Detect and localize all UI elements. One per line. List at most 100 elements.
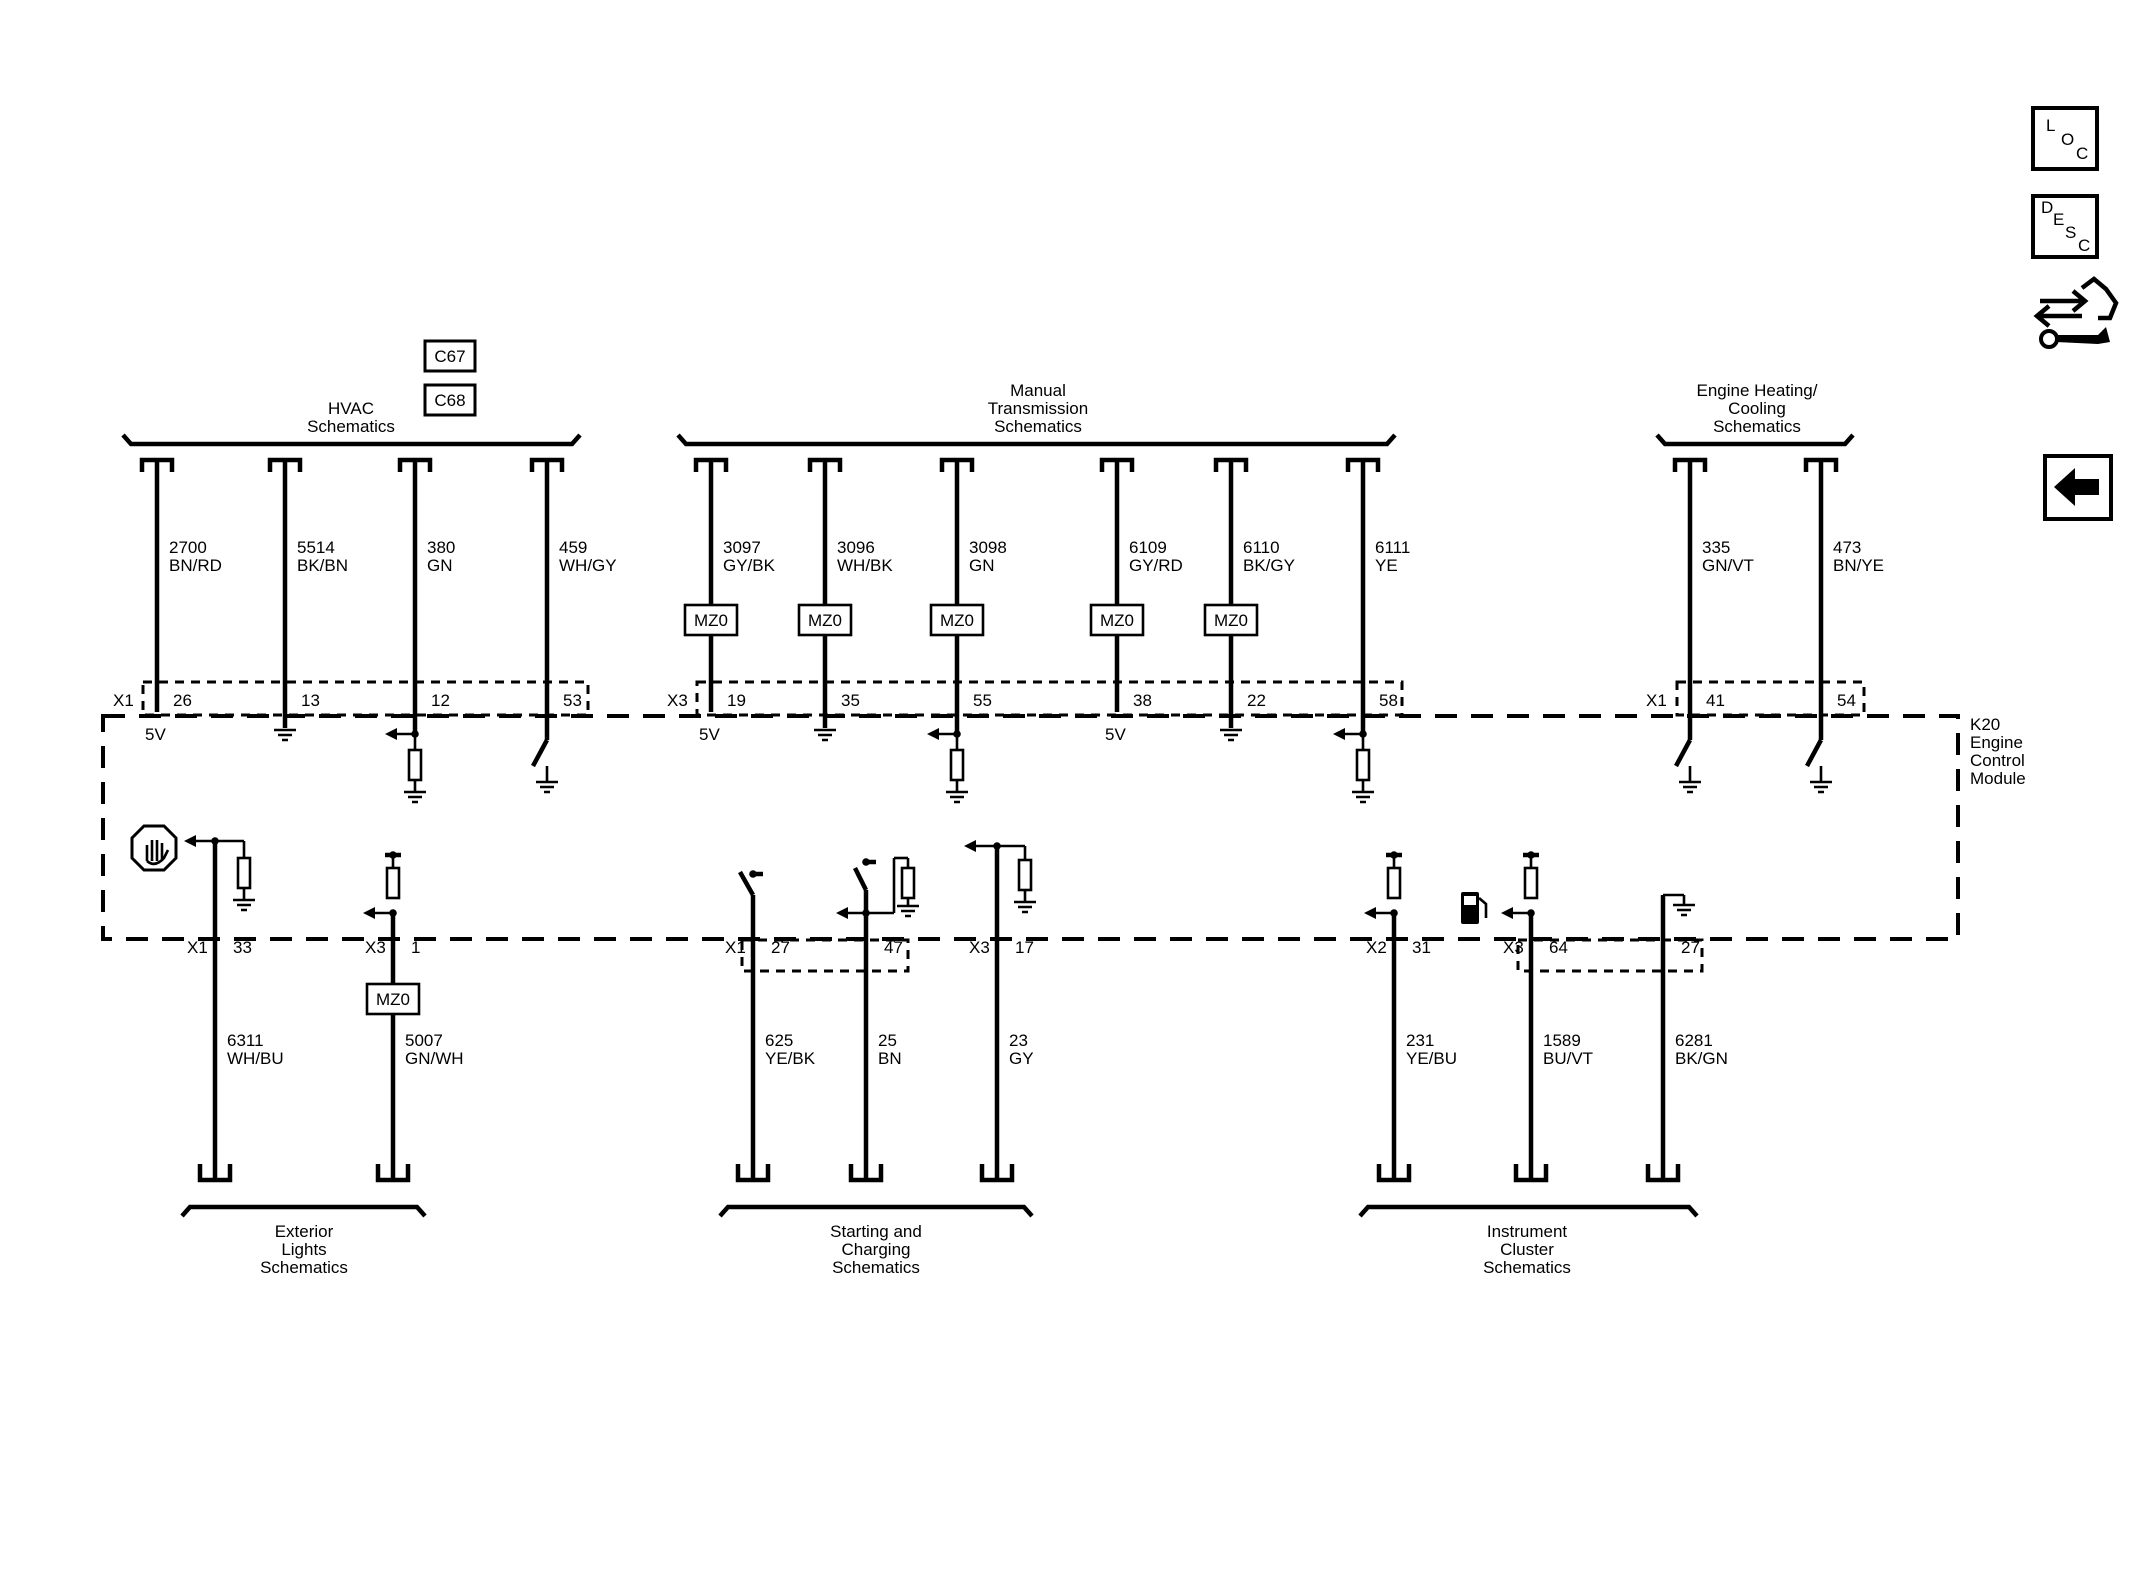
circuit-number: 3096: [837, 538, 875, 557]
mz0-tag-box: [797, 603, 853, 637]
circuit-number: 6111: [1375, 538, 1410, 557]
group-label-exterior-lights[interactable]: Exterior Lights Schematics: [260, 1222, 348, 1277]
hvac-label-line-2: Schematics: [307, 417, 395, 436]
wire-color: YE: [1375, 556, 1398, 575]
group-label-engine-heating-cooling[interactable]: Engine Heating/ Cooling Schematics: [1697, 381, 1818, 436]
harness-brace: [121, 433, 582, 447]
mz0-tag-box: [683, 603, 739, 637]
wire-color: GY/RD: [1129, 556, 1183, 575]
group-label-manual-transmission[interactable]: Manual Transmission Schematics: [988, 381, 1088, 436]
mz0-tag-label: MZ0: [808, 611, 842, 630]
sc-label-line-2: Charging: [842, 1240, 911, 1259]
connector-wrench-icon[interactable]: [2033, 276, 2119, 349]
desc-letter-s: S: [2065, 223, 2076, 242]
desc-letter-c: C: [2078, 236, 2090, 255]
ground-symbol: [814, 728, 836, 742]
mz0-tag-label: MZ0: [1100, 611, 1134, 630]
pin-number: 33: [233, 938, 252, 957]
desc-letter-e: E: [2053, 210, 2064, 229]
ground-symbol: [274, 728, 296, 742]
el-label-line-3: Schematics: [260, 1258, 348, 1277]
wire-color: GN: [969, 556, 995, 575]
module-label-line-2: Engine: [1970, 733, 2023, 752]
wire-color: YE/BK: [765, 1049, 816, 1068]
ground-symbol: [536, 780, 558, 794]
connector-label: X3: [969, 938, 990, 957]
ehc-label-line-2: Cooling: [1728, 399, 1786, 418]
loc-button[interactable]: L O C: [2031, 106, 2099, 171]
mz0-option-tag: MZ0: [683, 603, 739, 637]
wire-color: BK/BN: [297, 556, 348, 575]
arrow-head: [964, 840, 976, 852]
stop-hand-icon: [130, 824, 178, 872]
connector-label: X1: [113, 691, 134, 710]
mt-label-line-1: Manual: [1010, 381, 1066, 400]
connector-ref-c68[interactable]: C68: [423, 383, 477, 417]
k20-module-boundary: [101, 714, 1960, 941]
wire-color: GY/BK: [723, 556, 776, 575]
connector-label: X3: [667, 691, 688, 710]
ground-symbol: [1352, 790, 1374, 804]
ground-symbol: [1679, 780, 1701, 794]
pin-number: 31: [1412, 938, 1431, 957]
circuit-number: 459: [559, 538, 587, 557]
generated-wiring: 2700BN/RD26X15V5514BK/BN13380GN12459WH/G…: [113, 433, 1884, 1218]
mz0-option-tag: MZ0: [365, 982, 421, 1016]
pin-number: 38: [1133, 691, 1152, 710]
desc-button[interactable]: D E S C: [2031, 194, 2099, 259]
back-arrow-icon[interactable]: [2043, 454, 2113, 521]
resistor-symbol: [1386, 866, 1402, 900]
ground-symbol: [1220, 728, 1242, 742]
pin-number: 26: [173, 691, 192, 710]
module-label-line-4: Module: [1970, 769, 2026, 788]
resistor-symbol: [385, 866, 401, 900]
splice-node: [211, 837, 219, 845]
group-label-instrument-cluster[interactable]: Instrument Cluster Schematics: [1483, 1222, 1571, 1277]
connector-x3-top-block: [695, 680, 1404, 717]
resistor-symbol: [1017, 858, 1033, 892]
loc-letter-c: C: [2076, 144, 2088, 163]
hvac-label-line-1: HVAC: [328, 399, 374, 418]
ground-symbol: [1673, 903, 1695, 917]
circuit-number: 6281: [1675, 1031, 1713, 1050]
fuel-pump-icon: [1461, 892, 1488, 924]
circuit-number: 6109: [1129, 538, 1167, 557]
wire-color: GN: [427, 556, 453, 575]
switch-blade: [531, 738, 549, 768]
ground-symbol: [897, 904, 919, 918]
group-label-hvac[interactable]: HVAC Schematics: [307, 399, 395, 436]
switch-blade: [1674, 738, 1692, 768]
loc-letter-l: L: [2046, 116, 2055, 135]
sc-label-line-1: Starting and: [830, 1222, 922, 1241]
group-label-starting-charging[interactable]: Starting and Charging Schematics: [830, 1222, 922, 1277]
circuit-number: 23: [1009, 1031, 1028, 1050]
pin-number: 27: [771, 938, 790, 957]
pin-number: 55: [973, 691, 992, 710]
pin-number: 27: [1681, 938, 1700, 957]
wire-color: WH/BU: [227, 1049, 284, 1068]
connector-ref-c67[interactable]: C67: [423, 339, 477, 373]
harness-brace: [676, 433, 1397, 447]
circuit-number: 625: [765, 1031, 793, 1050]
loc-letter-o: O: [2061, 130, 2074, 149]
